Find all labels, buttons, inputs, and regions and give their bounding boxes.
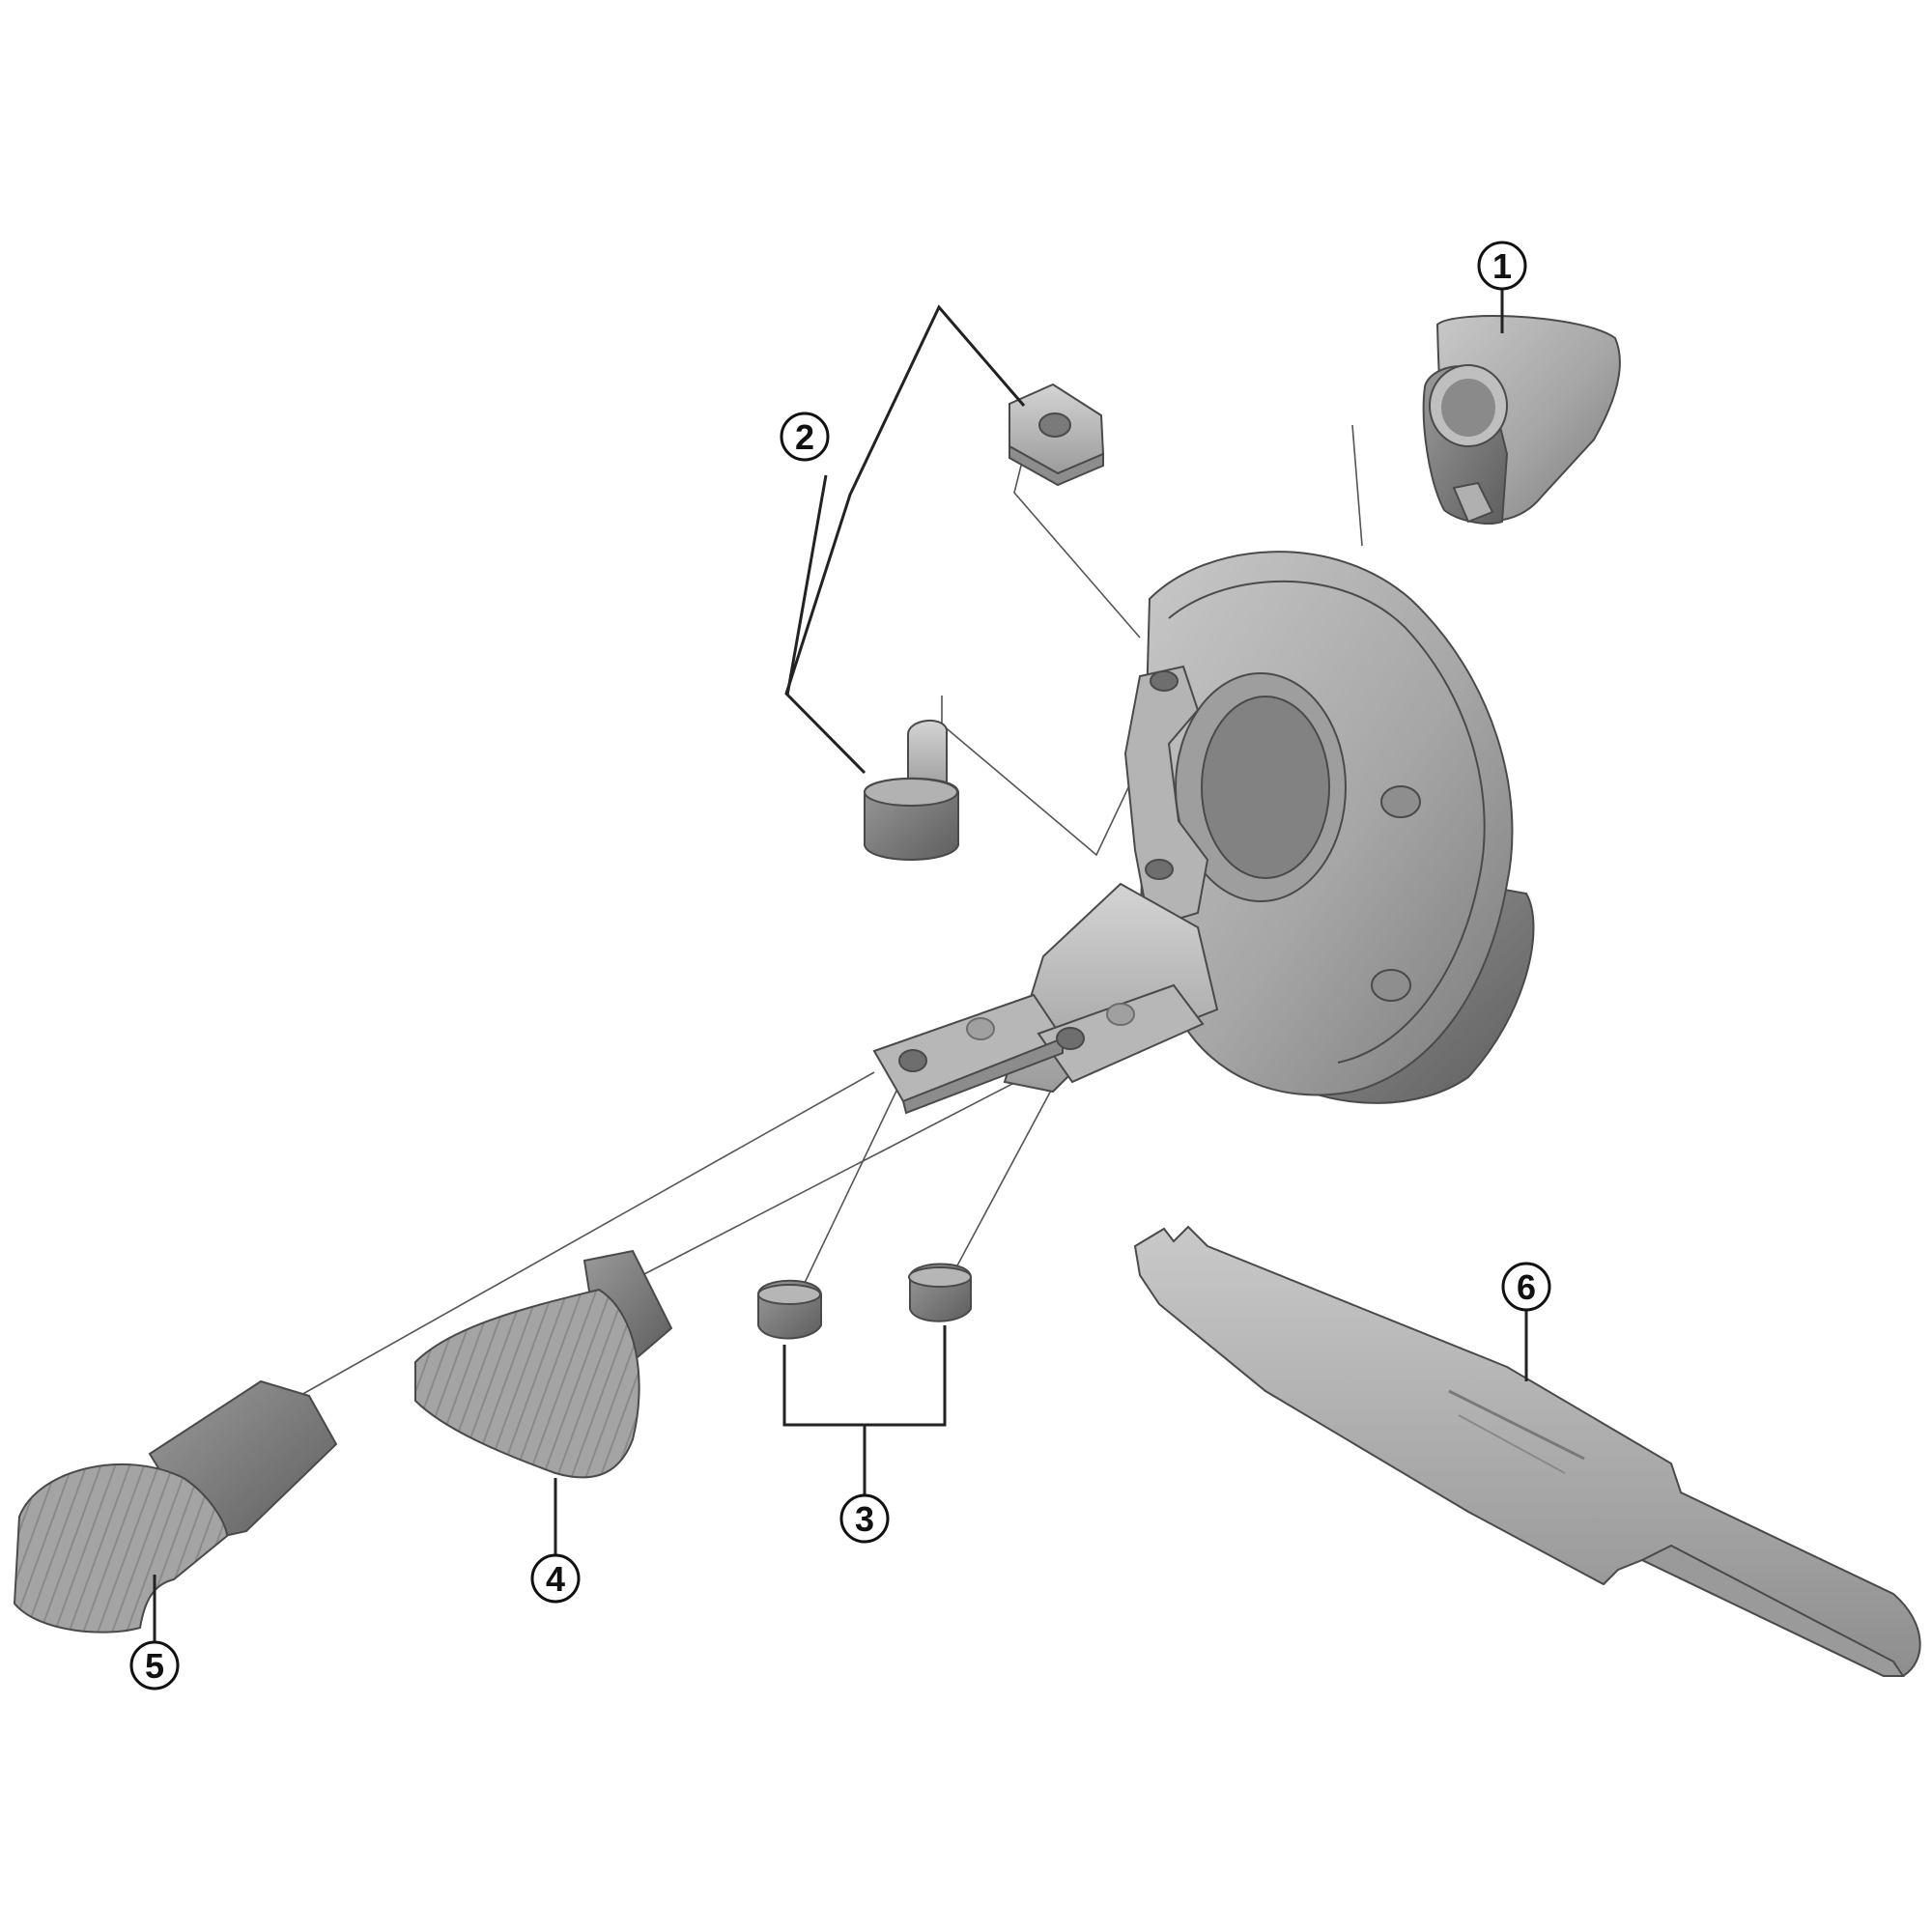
callout-6-number: 6	[1517, 1267, 1536, 1307]
callout-1: 1	[1477, 241, 1527, 333]
screw-left	[757, 1279, 822, 1340]
square-nut	[1009, 383, 1105, 487]
callout-5: 5	[129, 1575, 180, 1690]
fixing-bolt	[864, 719, 959, 861]
callout-1-number: 1	[1492, 246, 1512, 286]
screw-right	[908, 1263, 972, 1322]
callout-5-number: 5	[145, 1646, 164, 1686]
callout-3-number: 3	[855, 1499, 874, 1539]
callout-4: 4	[530, 1478, 581, 1604]
long-lever	[13, 1379, 338, 1634]
callout-6: 6	[1501, 1262, 1551, 1381]
callout-2-number: 2	[795, 417, 814, 457]
callout-2: 2	[780, 304, 1026, 775]
main-bracket-housing	[872, 551, 1535, 1115]
callout-4-number: 4	[546, 1559, 565, 1599]
adjustment-tool	[1133, 1225, 1921, 1677]
cylindrical-cap	[1422, 315, 1621, 525]
short-lever	[414, 1249, 673, 1479]
assembly-lines	[298, 424, 1363, 1397]
callout-3: 3	[782, 1325, 947, 1544]
lever-screws	[757, 1263, 972, 1340]
